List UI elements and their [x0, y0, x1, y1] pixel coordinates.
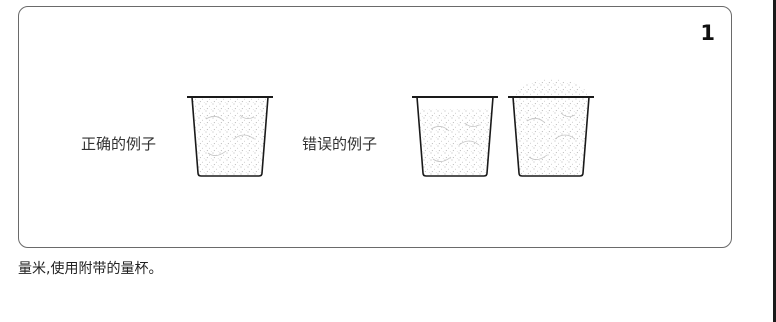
page-edge-divider: [773, 0, 776, 322]
step-number: 1: [700, 21, 715, 45]
wrong-example-label: 错误的例子: [302, 135, 378, 153]
correct-example-label: 正确的例子: [81, 135, 157, 153]
instruction-caption: 量米,使用附带的量杯。: [18, 261, 163, 277]
measuring-cup-heaped-icon: [508, 79, 594, 177]
instruction-panel: 1 正确的例子 错误的例子: [18, 6, 732, 248]
measuring-cup-underfilled-icon: [412, 96, 498, 177]
measuring-cup-level-icon: [187, 96, 273, 177]
